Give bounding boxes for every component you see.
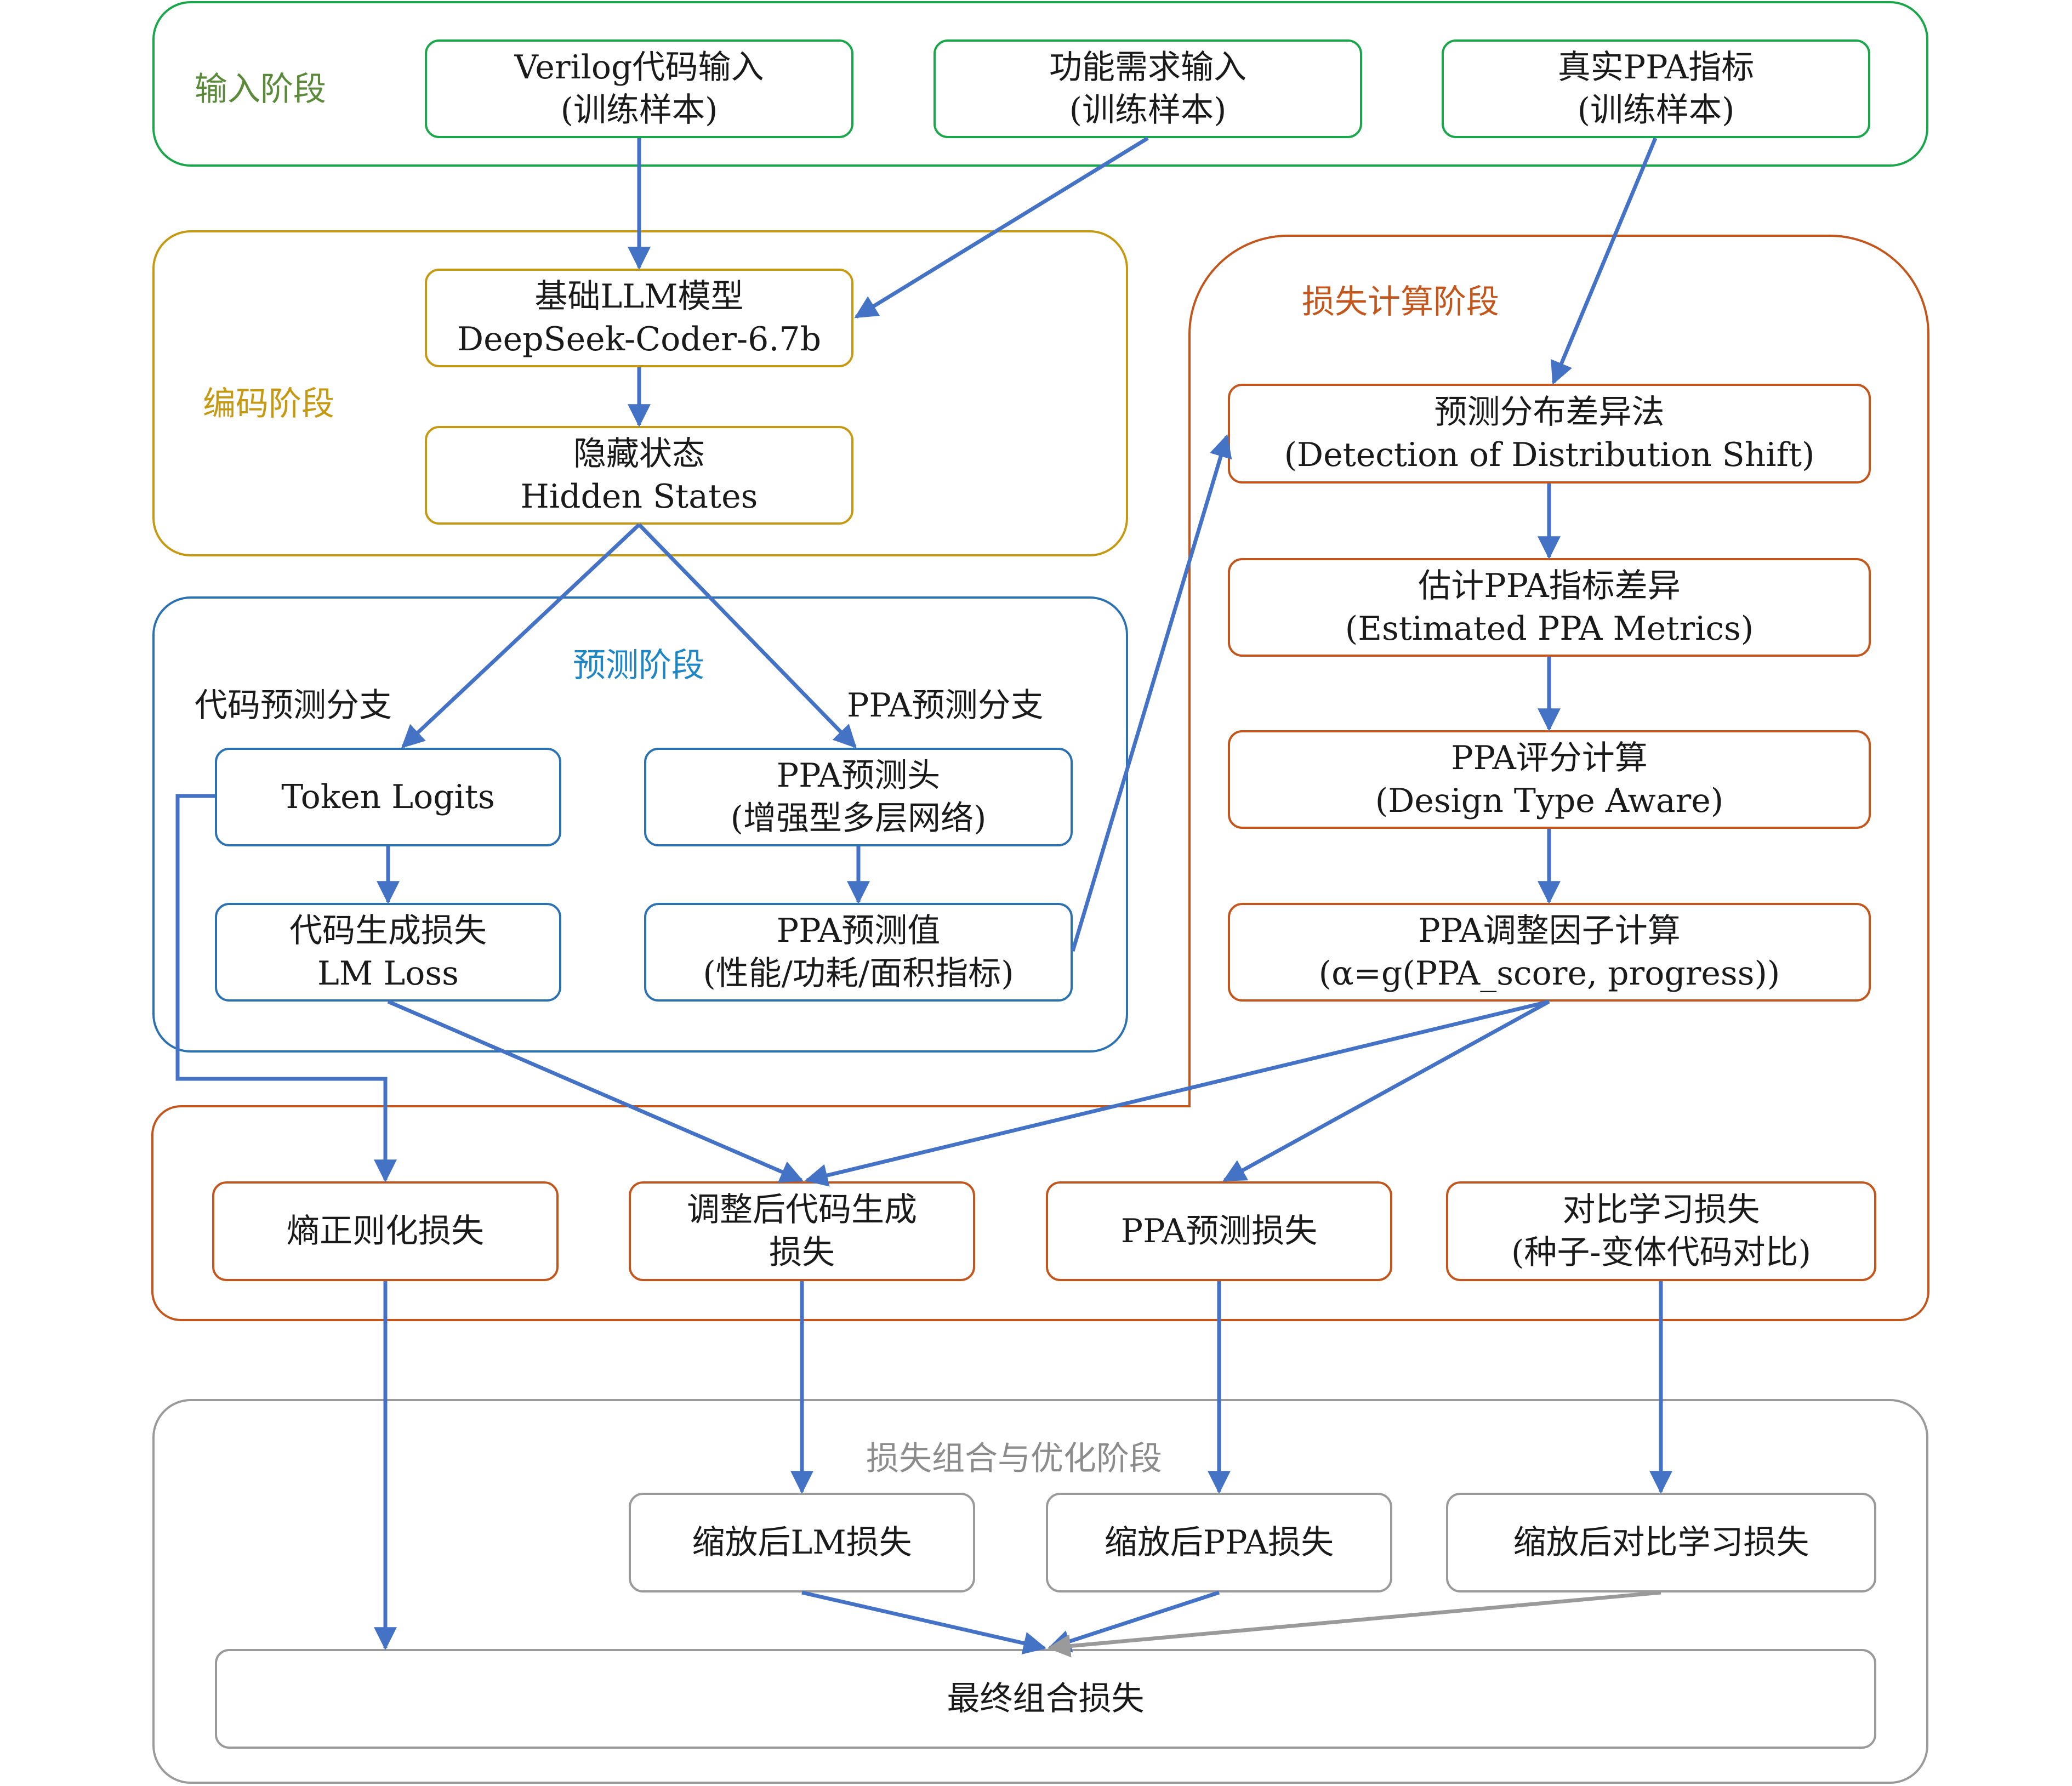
ppa-prediction-loss-node: PPA预测损失 (1046, 1181, 1392, 1281)
edge-func-to-llm (854, 136, 1149, 318)
edge-hidden-to-logits (401, 523, 641, 748)
verilog-input-node: Verilog代码输入(训练样本) (425, 39, 853, 138)
predict-stage-label: 预测阶段 (573, 646, 704, 685)
ppa-branch-label: PPA预测分支 (847, 686, 1044, 725)
scaled-ppa-loss-node: 缩放后PPA损失 (1046, 1493, 1392, 1592)
edge-lmloss-to-adjcode (387, 999, 804, 1183)
ppa-head-node: PPA预测头(增强型多层网络) (644, 748, 1073, 846)
code-branch-label: 代码预测分支 (195, 686, 392, 725)
distribution-shift-node: 预测分布差异法(Detection of Distribution Shift) (1228, 384, 1871, 484)
ppa-score-node: PPA评分计算(Design Type Aware) (1228, 730, 1871, 829)
combine-stage (152, 1399, 1928, 1784)
scaled-contrastive-loss-node: 缩放后对比学习损失 (1446, 1493, 1876, 1592)
edge-adjust-to-ppaloss (1222, 999, 1550, 1182)
edge-scaledlm-to-final (801, 1590, 1047, 1655)
edge-hidden-to-ppahead (637, 523, 857, 749)
edge-adjust-to-adjcode (804, 999, 1550, 1187)
predict-stage (152, 596, 1128, 1053)
edge-logits-to-entropy (175, 794, 397, 1183)
input-stage-label: 输入阶段 (195, 70, 326, 109)
loss-calc-stage-label: 损失计算阶段 (1302, 283, 1499, 321)
edge-ppavalue-to-dds (1071, 434, 1232, 952)
function-requirement-input-node: 功能需求输入(训练样本) (933, 39, 1362, 138)
edge-scaledcontrast-to-final (1047, 1590, 1661, 1658)
encode-stage-label: 编码阶段 (203, 385, 334, 423)
input-stage (152, 1, 1928, 167)
contrastive-loss-node: 对比学习损失(种子-变体代码对比) (1446, 1181, 1876, 1281)
token-logits-node: Token Logits (215, 748, 561, 846)
real-ppa-metrics-node: 真实PPA指标(训练样本) (1442, 39, 1870, 138)
edge-realppa-to-dds (1551, 137, 1658, 385)
combine-stage-label: 损失组合与优化阶段 (866, 1440, 1162, 1478)
edge-scaledppa-to-final (1048, 1590, 1220, 1653)
